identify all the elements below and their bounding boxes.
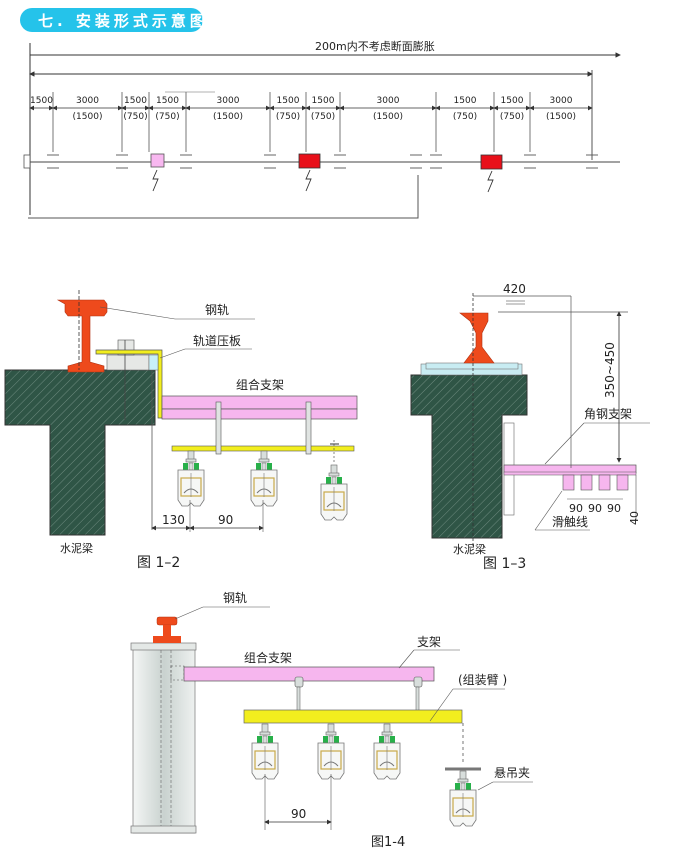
segment-length-alt: (750) bbox=[123, 112, 147, 122]
segment-length: 1500 bbox=[30, 96, 53, 106]
figure-1-4: 钢轨 组合支架 支架 (组装臂 ) 悬吊夹 90 图1-4 bbox=[130, 591, 533, 850]
segment-length: 1500 bbox=[277, 96, 300, 106]
dim-spacing: 90 bbox=[291, 807, 306, 821]
segment-length-alt: (750) bbox=[155, 112, 179, 122]
feed-point-red-1 bbox=[298, 153, 321, 169]
concrete-beam bbox=[410, 374, 528, 539]
segment-length: 1500 bbox=[454, 96, 477, 106]
dim-spacing-2: 90 bbox=[588, 502, 602, 515]
label-combined-bracket: 组合支架 bbox=[236, 377, 284, 392]
collector-1 bbox=[251, 723, 279, 780]
label-hanger-clamp: 悬吊夹 bbox=[494, 766, 530, 780]
trolley-line-3 bbox=[598, 474, 611, 491]
segment-length: 1500 bbox=[501, 96, 524, 106]
power-feed-icon bbox=[487, 170, 494, 193]
segment-length: 3000 bbox=[76, 96, 99, 106]
dim-spacing: 90 bbox=[218, 513, 233, 527]
label-concrete-beam: 水泥梁 bbox=[60, 541, 93, 555]
collector-2 bbox=[250, 450, 278, 507]
caption-fig-1-4: 图1-4 bbox=[371, 835, 405, 850]
segment-length: 1500 bbox=[312, 96, 335, 106]
label-clamp-plate: 轨道压板 bbox=[193, 334, 241, 348]
trolley-line-4 bbox=[616, 474, 629, 491]
segment-length-alt: (1500) bbox=[546, 112, 576, 122]
segment-length-alt: (750) bbox=[453, 112, 477, 122]
collector-3 bbox=[320, 464, 348, 521]
segment-dimensions: 1500 3000 (1500) 1500 (750) 1500 (750) 3000 (150… bbox=[29, 92, 593, 152]
label-rail: 钢轨 bbox=[223, 591, 247, 605]
segment-length: 3000 bbox=[217, 96, 240, 106]
collector-1 bbox=[177, 450, 205, 507]
section-title: 七. 安装形式示意图 bbox=[38, 12, 209, 30]
segment-length-alt: (750) bbox=[500, 112, 524, 122]
return-line bbox=[28, 175, 419, 219]
label-assembly-arm: (组装臂 ) bbox=[458, 673, 507, 687]
rail-profile bbox=[156, 616, 178, 626]
segment-length: 1500 bbox=[124, 96, 147, 106]
caption-fig-1-2: 图 1–2 bbox=[137, 555, 180, 571]
label-rail: 钢轨 bbox=[205, 303, 229, 317]
figure-1-3: 420 350~450 角钢支架 90 90 90 40 滑触线 水泥梁 图 1… bbox=[410, 282, 650, 572]
concrete-beam bbox=[4, 369, 156, 536]
total-length-label: 200m内不考虑断面膨胀 bbox=[315, 39, 435, 53]
combined-bracket bbox=[161, 395, 358, 410]
segment-length-alt: (1500) bbox=[373, 112, 403, 122]
dim-vertical: 350~450 bbox=[603, 342, 617, 398]
label-bracket: 支架 bbox=[417, 635, 441, 649]
dim-offset: 130 bbox=[162, 513, 185, 527]
segment-length: 1500 bbox=[156, 96, 179, 106]
label-concrete-beam: 水泥梁 bbox=[453, 542, 486, 556]
segment-length-alt: (1500) bbox=[213, 112, 243, 122]
label-combined-bracket: 组合支架 bbox=[244, 650, 292, 665]
end-cap bbox=[23, 154, 31, 169]
dim-horizontal: 420 bbox=[503, 282, 526, 296]
trolley-line-2 bbox=[580, 474, 593, 491]
combined-bracket bbox=[183, 666, 435, 682]
rail-profile bbox=[459, 312, 495, 364]
collector-2 bbox=[317, 723, 345, 780]
power-feed-icon bbox=[152, 169, 159, 192]
segment-length-alt: (750) bbox=[276, 112, 300, 122]
label-angle-bracket: 角钢支架 bbox=[584, 407, 632, 421]
rail-profile bbox=[56, 299, 108, 373]
figure-1-2: 钢轨 轨道压板 组合支架 130 90 水泥梁 图 1–2 bbox=[4, 91, 358, 571]
label-trolley-line: 滑触线 bbox=[552, 515, 588, 529]
section-title-badge bbox=[20, 8, 203, 32]
assembly-arm bbox=[171, 445, 355, 452]
clamp-plate bbox=[95, 349, 163, 419]
segment-length-alt: (750) bbox=[311, 112, 335, 122]
assembly-arm bbox=[243, 709, 463, 724]
feed-point-red-2 bbox=[480, 154, 503, 170]
segment-length-alt: (1500) bbox=[73, 112, 103, 122]
hanger-collector bbox=[449, 770, 477, 827]
caption-fig-1-3: 图 1–3 bbox=[483, 556, 526, 572]
feed-point-pink bbox=[150, 153, 165, 168]
dim-spacing-3: 90 bbox=[607, 502, 621, 515]
clamp-block bbox=[106, 354, 150, 371]
segment-length: 3000 bbox=[377, 96, 400, 106]
dim-height: 40 bbox=[628, 511, 641, 525]
support-markers bbox=[47, 154, 598, 169]
power-feed-icon bbox=[305, 169, 312, 192]
collector-3 bbox=[373, 723, 401, 780]
segment-length: 3000 bbox=[550, 96, 573, 106]
trolley-line-1 bbox=[562, 474, 575, 491]
dim-spacing-1: 90 bbox=[569, 502, 583, 515]
